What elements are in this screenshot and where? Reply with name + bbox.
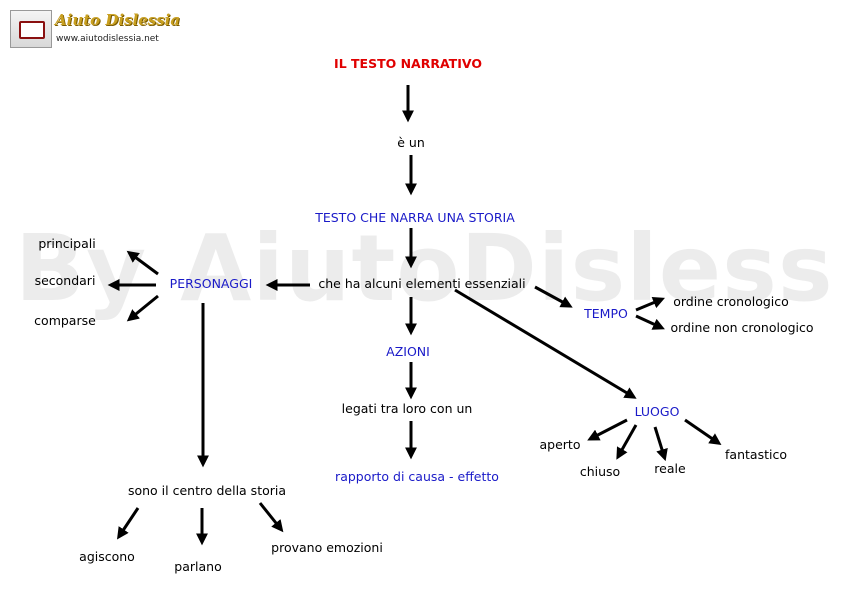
- node-cronologico: ordine cronologico: [673, 293, 789, 309]
- node-elementi: che ha alcuni elementi essenziali: [318, 275, 526, 291]
- node-legati: legati tra loro con un: [341, 400, 473, 416]
- logo-url: www.aiutodislessia.net: [56, 34, 159, 44]
- arrow-elementi-to-luogo: [454, 288, 637, 399]
- node-centro: sono il centro della storia: [127, 482, 287, 498]
- node-luogo: LUOGO: [634, 403, 680, 419]
- arrow-elementi-to-tempo: [534, 285, 573, 308]
- arrow-tempo-to-non-cronologico: [635, 314, 665, 330]
- node-tempo: TEMPO: [584, 305, 628, 321]
- node-personaggi: PERSONAGGI: [169, 275, 253, 291]
- arrow-personaggi-to-comparse: [126, 294, 159, 322]
- arrow-luogo-to-aperto: [587, 418, 628, 441]
- arrow-luogo-to-fantastico: [684, 418, 722, 446]
- arrow-tempo-to-cronologico: [635, 297, 665, 312]
- node-principali: principali: [38, 235, 96, 251]
- logo-title: Aiuto Dislessia: [55, 11, 181, 29]
- arrow-luogo-to-reale: [653, 426, 668, 462]
- node-azioni: AZIONI: [386, 343, 430, 359]
- node-parlano: parlano: [174, 558, 222, 574]
- node-aperto: aperto: [539, 436, 581, 452]
- arrow-centro-to-emozioni: [258, 502, 284, 533]
- node-reale: reale: [654, 460, 686, 476]
- node-e-un: è un: [397, 134, 425, 150]
- node-chiuso: chiuso: [579, 463, 621, 479]
- book-icon: [10, 10, 52, 48]
- map-title: IL TESTO NARRATIVO: [334, 55, 482, 71]
- node-secondari: secondari: [34, 272, 96, 288]
- node-causa: rapporto di causa - effetto: [335, 468, 499, 484]
- arrow-centro-to-agiscono: [117, 507, 140, 540]
- node-testo-storia: TESTO CHE NARRA UNA STORIA: [315, 209, 515, 225]
- node-emozioni: provano emozioni: [271, 539, 383, 555]
- node-agiscono: agiscono: [79, 548, 135, 564]
- arrow-luogo-to-chiuso: [616, 424, 638, 460]
- site-logo[interactable]: Aiuto Dislessia www.aiutodislessia.net: [10, 10, 180, 48]
- node-non-cronologico: ordine non cronologico: [670, 319, 814, 335]
- node-fantastico: fantastico: [725, 446, 787, 462]
- node-comparse: comparse: [34, 312, 96, 328]
- arrow-personaggi-to-principali: [126, 250, 159, 276]
